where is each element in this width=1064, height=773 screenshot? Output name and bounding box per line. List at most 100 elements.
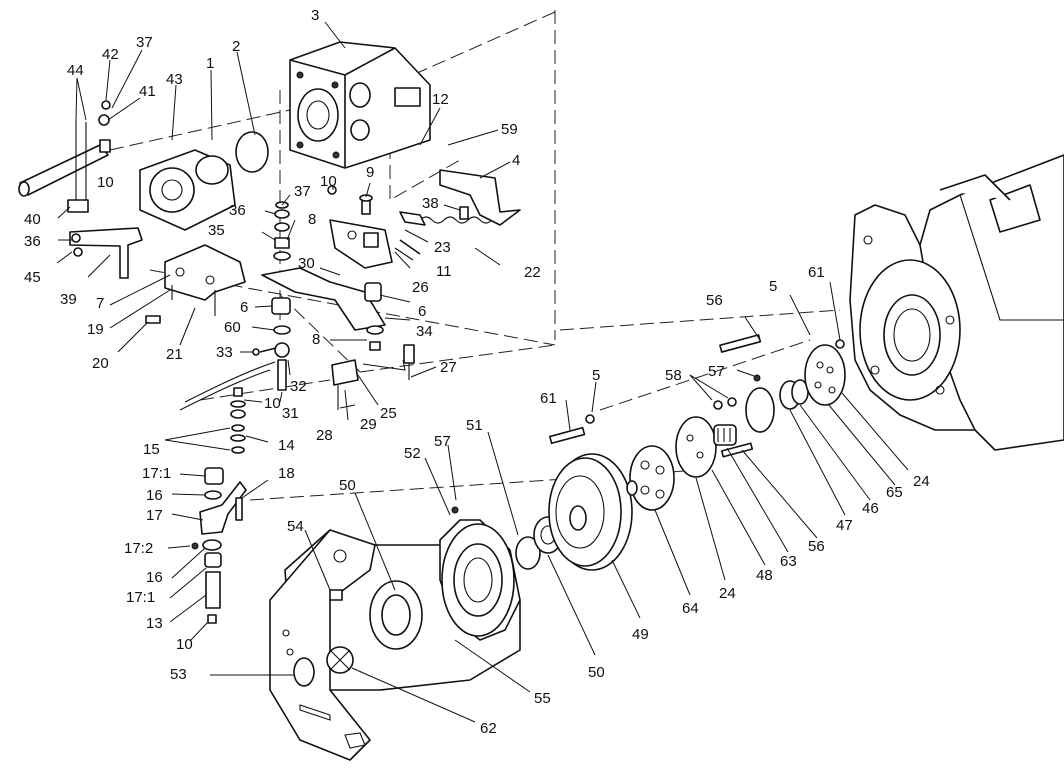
label-23: 23 [434, 239, 451, 256]
label-25: 25 [380, 405, 397, 422]
label-24: 24 [719, 585, 736, 602]
label-57: 57 [434, 433, 451, 450]
label-7: 7 [96, 295, 104, 312]
label-10: 10 [264, 395, 281, 412]
label-27: 27 [440, 359, 457, 376]
label-4: 4 [512, 152, 520, 169]
label-26: 26 [412, 279, 429, 296]
charge-pump [139, 149, 236, 231]
label-2: 2 [232, 38, 240, 55]
label-44: 44 [67, 62, 84, 79]
label-58: 58 [665, 367, 682, 384]
label-46: 46 [862, 500, 879, 517]
label-43: 43 [166, 71, 183, 88]
label-40: 40 [24, 211, 41, 228]
label-63: 63 [780, 553, 797, 570]
label-53: 53 [170, 666, 187, 683]
label-36: 36 [229, 202, 246, 219]
label-59: 59 [501, 121, 518, 138]
label-42: 42 [102, 46, 119, 63]
label-6: 6 [418, 303, 426, 320]
label-13: 13 [146, 615, 163, 632]
label-56: 56 [706, 292, 723, 309]
label-50: 50 [588, 664, 605, 681]
label-17: 17 [146, 507, 163, 524]
label-29: 29 [360, 416, 377, 433]
label-39: 39 [60, 291, 77, 308]
label-61: 61 [540, 390, 557, 407]
label-32: 32 [290, 378, 307, 395]
label-22: 22 [524, 264, 541, 281]
label-16: 16 [146, 569, 163, 586]
label-37: 37 [294, 183, 311, 200]
center-washer-stack [273, 185, 373, 261]
label-17-2: 17:2 [124, 540, 153, 557]
label-52: 52 [404, 445, 421, 462]
label-5: 5 [592, 367, 600, 384]
mounting-plate [329, 169, 521, 269]
label-45: 45 [24, 269, 41, 286]
label-60: 60 [224, 319, 241, 336]
label-57: 57 [708, 363, 725, 380]
label-34: 34 [416, 323, 433, 340]
label-47: 47 [836, 517, 853, 534]
label-30: 30 [298, 255, 315, 272]
label-62: 62 [480, 720, 497, 737]
pulley [548, 453, 633, 571]
label-6: 6 [240, 299, 248, 316]
label-31: 31 [282, 405, 299, 422]
label-5: 5 [769, 278, 777, 295]
lever-and-bracket [69, 227, 246, 324]
label-18: 18 [278, 465, 295, 482]
label-16: 16 [146, 487, 163, 504]
label-10: 10 [320, 173, 337, 190]
coupling-discs [549, 334, 846, 458]
label-20: 20 [92, 355, 109, 372]
label-64: 64 [682, 600, 699, 617]
coupler-hub [626, 416, 737, 511]
label-12: 12 [432, 91, 449, 108]
part-labels: 3 37 42 44 41 43 1 2 12 59 4 9 10 10 37 … [24, 7, 930, 737]
label-17-1: 17:1 [142, 465, 171, 482]
label-21: 21 [166, 346, 183, 363]
left-spacer-stack [191, 387, 247, 624]
label-55: 55 [534, 690, 551, 707]
label-24: 24 [913, 473, 930, 490]
label-35: 35 [208, 222, 225, 239]
label-3: 3 [311, 7, 319, 24]
label-11: 11 [436, 263, 452, 280]
label-41: 41 [139, 83, 156, 100]
label-49: 49 [632, 626, 649, 643]
control-rod [18, 100, 111, 213]
label-54: 54 [287, 518, 304, 535]
label-48: 48 [756, 567, 773, 584]
label-10: 10 [97, 174, 114, 191]
rod-end-and-sensor [179, 342, 415, 411]
label-56: 56 [808, 538, 825, 555]
label-8: 8 [312, 331, 320, 348]
label-28: 28 [316, 427, 333, 444]
label-36: 36 [24, 233, 41, 250]
label-1: 1 [206, 55, 214, 72]
hydraulic-pump [289, 41, 431, 169]
label-15: 15 [143, 441, 160, 458]
link-arm [261, 267, 386, 351]
o-ring [235, 131, 269, 173]
engine-housing [849, 154, 1064, 451]
label-14: 14 [278, 437, 295, 454]
label-37: 37 [136, 34, 153, 51]
label-65: 65 [886, 484, 903, 501]
label-8: 8 [308, 211, 316, 228]
label-61: 61 [808, 264, 825, 281]
label-9: 9 [366, 164, 374, 181]
flange-housing [439, 506, 521, 641]
label-10: 10 [176, 636, 193, 653]
label-51: 51 [466, 417, 483, 434]
leader-lines [56, 21, 909, 723]
label-38: 38 [422, 195, 439, 212]
label-19: 19 [87, 321, 104, 338]
label-17-1: 17:1 [126, 589, 155, 606]
label-50: 50 [339, 477, 356, 494]
